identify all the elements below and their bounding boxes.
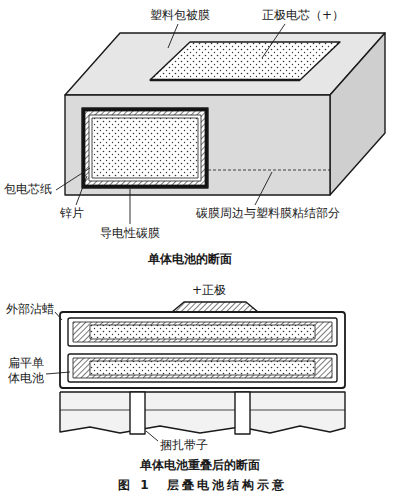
label: 塑料包被膜 [150, 8, 210, 23]
label: 外部沾蜡 [6, 302, 54, 317]
label: 碳膜周边与塑料膜粘结部分 [196, 206, 340, 221]
leader-line [56, 168, 90, 190]
positive-core-top [150, 42, 340, 80]
sub-caption: 单体电池重叠后的断面 [140, 458, 260, 473]
leader-line [76, 176, 87, 205]
figure-caption: 图 1 层叠电池结构示意 [118, 478, 287, 493]
cell-core [90, 361, 315, 375]
binding-strap [235, 392, 250, 434]
label: 扁平单 体电池 [8, 356, 48, 386]
cell-seam [60, 410, 345, 411]
label: 导电性碳膜 [100, 226, 160, 241]
cell-stack-block [60, 392, 345, 433]
binding-strap [130, 392, 145, 434]
label: 包电芯纸 [4, 182, 52, 197]
leader-line [146, 431, 158, 441]
plastic-side-face [330, 33, 385, 195]
label: 捆扎带子 [160, 438, 208, 453]
leader-line [55, 312, 62, 320]
paper-section [89, 115, 201, 181]
label: 锌片 [60, 206, 84, 221]
label: 正极电芯（+） [262, 8, 344, 23]
flat-cell [68, 354, 337, 382]
leader-line [130, 189, 131, 224]
positive-terminal [172, 302, 258, 312]
positive-core-section [92, 118, 198, 178]
carbon-film-section [82, 108, 208, 188]
wax-coating [60, 312, 345, 388]
bond-line [208, 170, 330, 171]
cell-core [90, 325, 315, 339]
leader-line [168, 24, 178, 48]
plastic-front-face [65, 95, 330, 195]
leader-line [255, 172, 272, 205]
leader-line [262, 24, 285, 58]
cell-zinc [73, 322, 332, 342]
sub-caption: 单体电池的断面 [148, 252, 232, 267]
leader-line [46, 372, 70, 374]
zinc-sheet-section [85, 111, 205, 185]
core-edge [150, 79, 300, 82]
flat-cell [68, 318, 337, 346]
plastic-top-face [65, 33, 385, 95]
cell-zinc [73, 358, 332, 378]
terminal-label: +正极 [192, 283, 226, 298]
